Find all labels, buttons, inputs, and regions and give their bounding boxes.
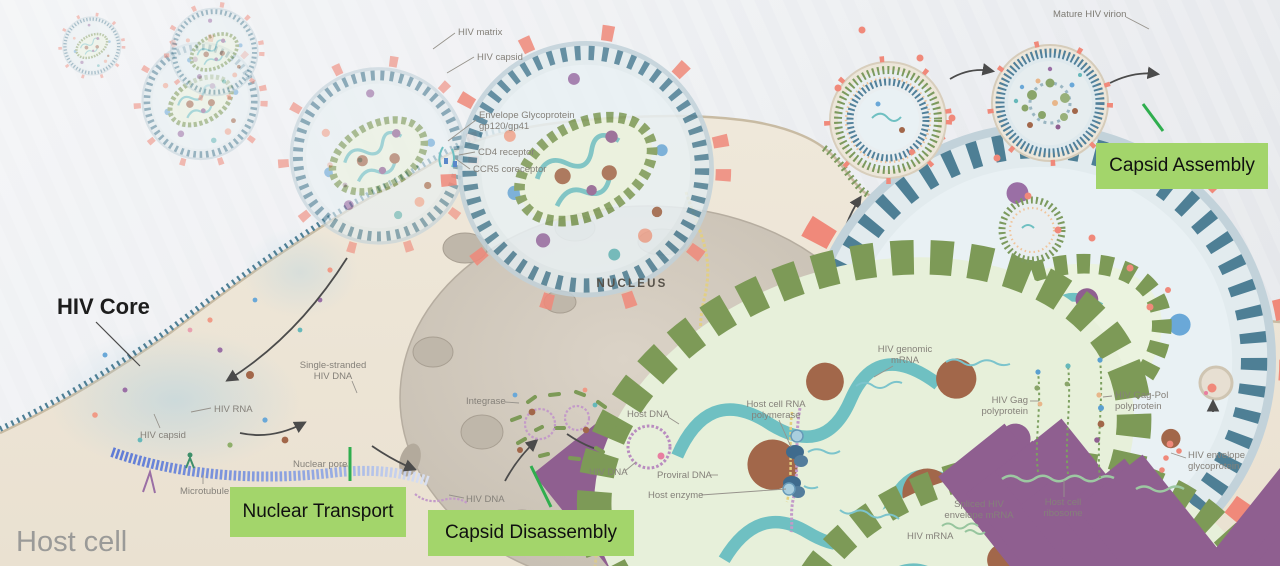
cd4-ccr5-receptors — [438, 146, 457, 168]
label-nuclear-pore: Nuclear pore — [293, 459, 348, 470]
spliced-mrna — [941, 522, 986, 535]
label-hiv-rna: HIV RNA — [214, 404, 253, 415]
translation-site — [1001, 357, 1185, 493]
box-nuclear-transport: Nuclear Transport — [230, 487, 406, 537]
label-hiv-mrna: HIV mRNA — [907, 531, 954, 542]
label-hiv-dna-capsid: HIV DNA — [466, 494, 505, 505]
motor-protein-kinesin — [185, 455, 195, 469]
label-hiv-capsid-top: HIV capsid — [477, 52, 523, 63]
capsid-disassembly-cluster — [510, 390, 1280, 566]
label-ccr5-coreceptor: CCR5 coreceptor — [473, 164, 547, 175]
motor-protein-dynein — [142, 468, 156, 494]
label-host-enzyme: Host enzyme — [648, 490, 704, 501]
immature-virion — [987, 40, 1113, 166]
label-hiv-capsid-lower: HIV capsid — [140, 430, 186, 441]
label-ssdna: Single-stranded HIV DNA — [299, 360, 367, 383]
label-hiv-genomic-mrna: HIV genomic mRNA — [877, 344, 933, 367]
host-cell-title: Host cell — [16, 526, 128, 558]
label-host-ribosome: Host cell ribosome — [1043, 497, 1083, 520]
microtubule — [110, 447, 430, 494]
label-hiv-gagpol-polyprotein: HIV Gag-Pol polyprotein — [1115, 390, 1169, 413]
label-hiv-envelope-glycoprotein: HIV envelope glycoprotein — [1188, 450, 1246, 473]
budding-virion — [824, 56, 952, 184]
membrane-glycoproteins — [834, 26, 1171, 311]
label-hiv-matrix: HIV matrix — [458, 27, 503, 38]
label-host-dna: Host DNA — [627, 409, 670, 420]
vesicle — [1198, 365, 1234, 412]
label-hiv-gag-polyprotein: HIV Gag polyprotein — [981, 395, 1028, 418]
entry-haze — [50, 328, 300, 472]
hiv-core-title: HIV Core — [57, 294, 150, 319]
label-hiv-dna-circle: HIV DNA — [589, 467, 628, 478]
integration-site — [626, 424, 1280, 566]
label-microtubule: Microtubule — [180, 486, 230, 497]
leader-lines — [153, 16, 1187, 499]
label-spliced-mrna: Spliced HIV envelope mRNA — [944, 499, 1014, 522]
hiv-dna-strand — [414, 493, 468, 504]
box-capsid-disassembly: Capsid Disassembly — [428, 510, 634, 556]
label-cd4-receptor: CD4 receptor — [478, 147, 535, 158]
membrane-receptor-studs — [0, 123, 523, 432]
forming-bud — [998, 196, 1066, 264]
label-host-rna-polymerase: Host cell RNA polymerase — [746, 399, 806, 422]
label-integrase: Integrase — [466, 396, 506, 407]
mature-virion-label: Mature HIV virion — [1053, 9, 1127, 20]
nucleus-title: NUCLEUS — [596, 278, 668, 290]
green-pointers — [348, 103, 1165, 508]
label-envelope-glycoprotein: Envelope Glycoprotein gp120/gp41 — [479, 110, 575, 133]
hiv-core-leader — [95, 321, 141, 367]
fusion-haze — [242, 227, 358, 317]
mrna-strands — [839, 358, 1011, 520]
transcription-complex — [782, 407, 841, 533]
box-capsid-assembly: Capsid Assembly — [1096, 143, 1268, 189]
label-proviral-dna: Proviral DNA — [657, 470, 712, 481]
